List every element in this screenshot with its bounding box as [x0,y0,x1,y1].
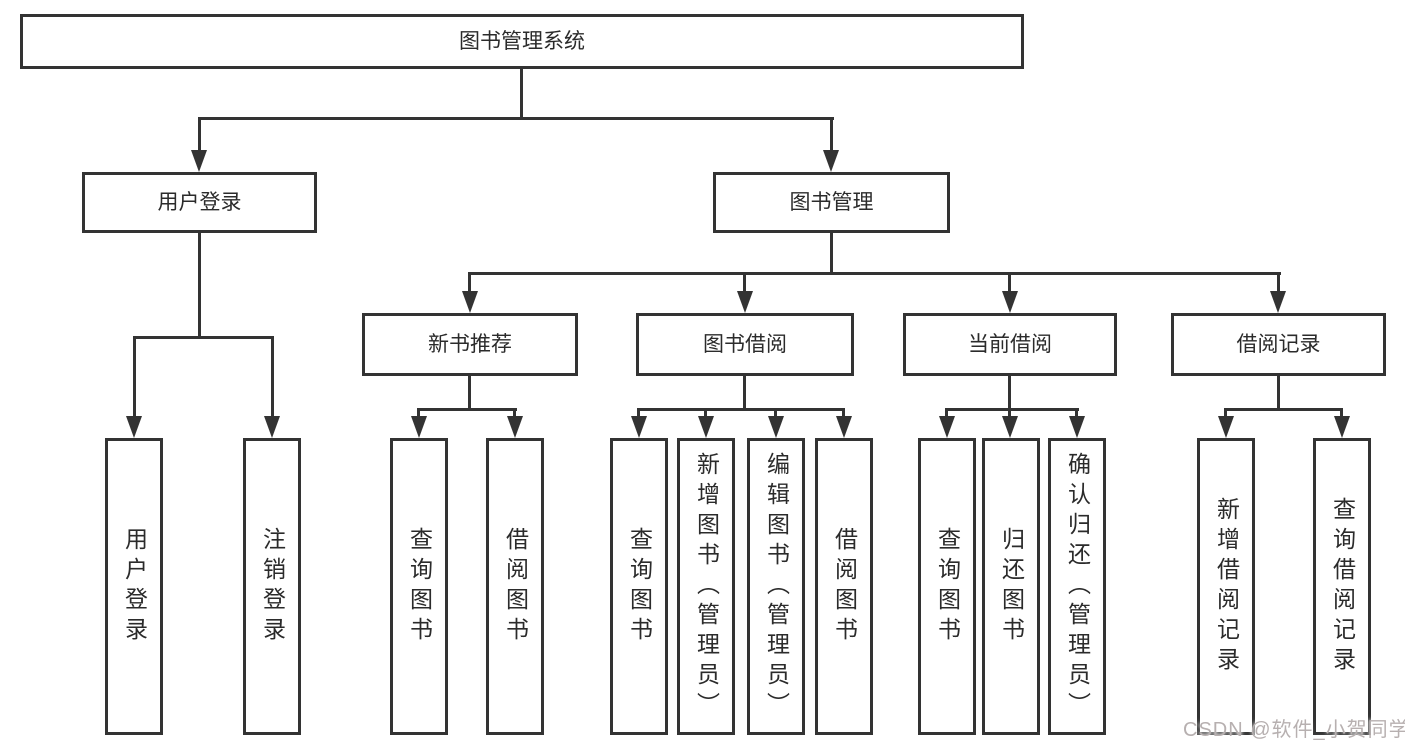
arrow-down-icon [411,416,427,438]
connector-line [704,408,707,420]
arrow-down-icon [631,416,647,438]
connector-line [1008,272,1011,293]
connector-line [637,408,640,420]
leaf-confirm-return-admin: 确认归还（管理员） [1048,438,1106,735]
connector-line [468,376,471,411]
connector-line [743,376,746,411]
leaf-user-login: 用户登录 [105,438,163,735]
leaf-borrow-books-borrowing: 借阅图书 [815,438,873,735]
leaf-query-books-current: 查询图书 [918,438,976,735]
connector-line [945,408,1079,411]
connector-line [468,272,1281,275]
arrow-down-icon [939,416,955,438]
connector-line [198,117,834,120]
arrow-down-icon [1069,416,1085,438]
arrow-down-icon [737,291,753,313]
arrow-down-icon [1218,416,1234,438]
leaf-logout: 注销登录 [243,438,301,735]
arrow-down-icon [126,416,142,438]
connector-line [945,408,948,420]
leaf-return-books: 归还图书 [982,438,1040,735]
connector-line [513,408,516,420]
csdn-watermark: CSDN @软件_小贺同学 [1183,719,1405,741]
arrow-down-icon [1002,416,1018,438]
leaf-query-borrow-record: 查询借阅记录 [1313,438,1371,735]
connector-line [417,408,517,411]
connector-line [520,69,523,119]
connector-line [1277,272,1280,293]
connector-line [1224,408,1343,411]
leaf-borrow-books-recommend: 借阅图书 [486,438,544,735]
arrow-down-icon [264,416,280,438]
arrow-down-icon [507,416,523,438]
node-root-system: 图书管理系统 [20,14,1024,69]
connector-line [198,117,201,151]
connector-line [468,272,471,293]
connector-line [1224,408,1227,420]
connector-line [1008,376,1011,411]
connector-line [743,272,746,293]
node-book-borrowing: 图书借阅 [636,313,854,376]
arrow-down-icon [1270,291,1286,313]
connector-line [1008,408,1011,420]
connector-line [198,233,201,339]
arrow-down-icon [191,150,207,172]
connector-line [271,336,274,418]
connector-line [637,408,845,411]
connector-line [1075,408,1078,420]
connector-line [417,408,420,420]
connector-line [1277,376,1280,411]
arrow-down-icon [823,150,839,172]
leaf-add-book-admin: 新增图书（管理员） [677,438,735,735]
connector-line [774,408,777,420]
leaf-edit-book-admin: 编辑图书（管理员） [747,438,805,735]
connector-line [133,336,136,418]
leaf-add-borrow-record: 新增借阅记录 [1197,438,1255,735]
arrow-down-icon [836,416,852,438]
connector-line [830,117,833,151]
leaf-query-books-borrowing: 查询图书 [610,438,668,735]
arrow-down-icon [698,416,714,438]
leaf-query-books-recommend: 查询图书 [390,438,448,735]
arrow-down-icon [768,416,784,438]
arrow-down-icon [1334,416,1350,438]
connector-line [1340,408,1343,420]
connector-line [133,336,274,339]
node-user-login: 用户登录 [82,172,317,233]
arrow-down-icon [1002,291,1018,313]
connector-line [842,408,845,420]
node-new-book-recommend: 新书推荐 [362,313,578,376]
node-borrow-records: 借阅记录 [1171,313,1386,376]
arrow-down-icon [462,291,478,313]
node-book-management: 图书管理 [713,172,950,233]
node-current-borrowing: 当前借阅 [903,313,1117,376]
connector-line [830,233,833,275]
